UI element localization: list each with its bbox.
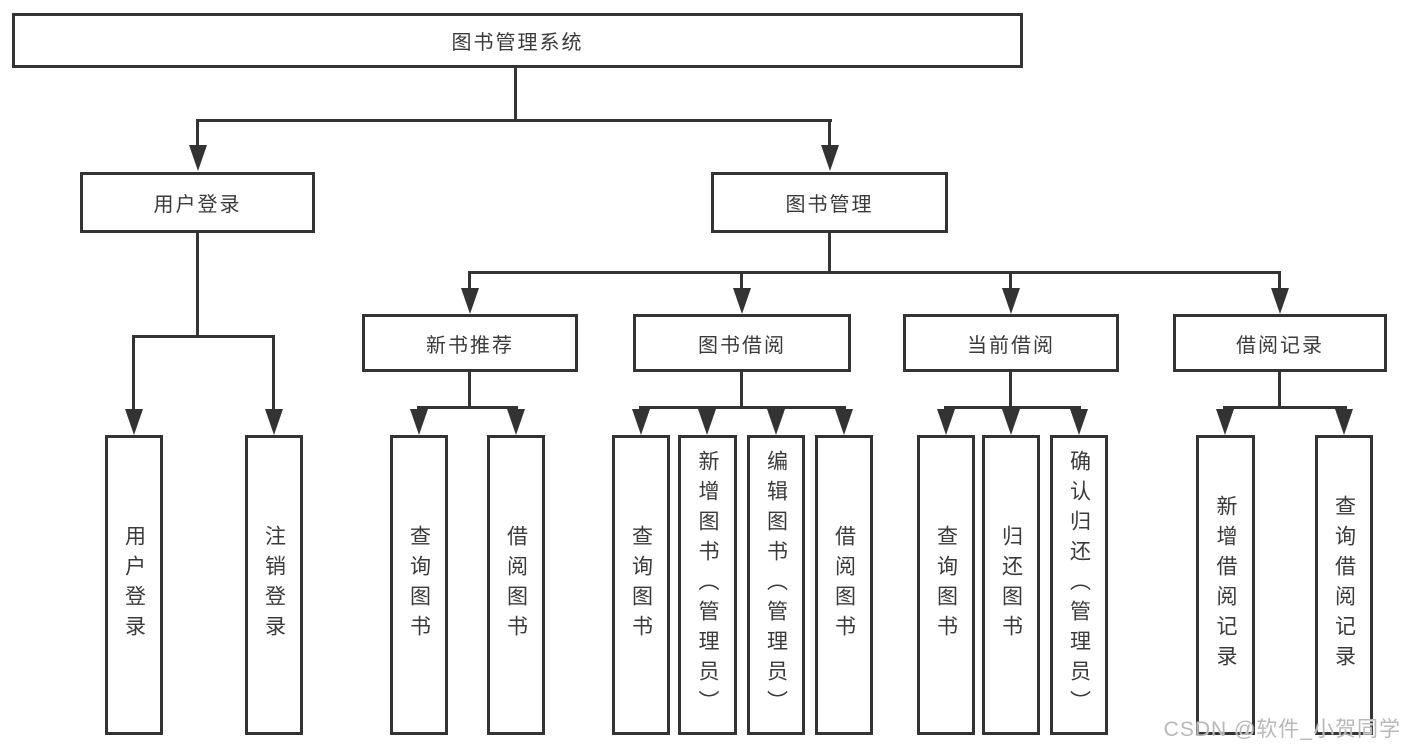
node-new-book-recommend: 新书推荐 xyxy=(362,314,578,372)
arrow-down-icon xyxy=(733,288,751,314)
node-label: 图书管理 xyxy=(785,194,874,216)
leaf-label: 新增图书（管理员） xyxy=(696,450,719,720)
leaf-query-books-recommend: 查询图书 xyxy=(390,435,448,735)
connector-line xyxy=(1009,271,1012,291)
node-label: 图书借阅 xyxy=(698,334,786,357)
node-label: 用户登录 xyxy=(153,194,242,216)
connector-line xyxy=(132,335,275,338)
leaf-edit-books-admin: 编辑图书（管理员） xyxy=(747,435,805,735)
connector-line xyxy=(740,372,743,409)
leaf-label: 查询图书 xyxy=(407,525,431,645)
connector-line xyxy=(639,406,846,409)
leaf-borrow-books-recommend: 借阅图书 xyxy=(487,435,545,735)
arrow-down-icon xyxy=(767,409,785,435)
connector-line xyxy=(196,233,199,338)
arrow-down-icon xyxy=(507,409,525,435)
leaf-label: 确认归还（管理员） xyxy=(1067,450,1091,720)
leaf-label: 新增借阅记录 xyxy=(1214,495,1237,675)
leaf-return-books: 归还图书 xyxy=(982,435,1040,735)
leaf-label: 借阅图书 xyxy=(832,525,856,645)
connector-line xyxy=(132,335,135,411)
leaf-label: 编辑图书（管理员） xyxy=(764,450,788,720)
leaf-label: 查询图书 xyxy=(934,525,958,645)
connector-line xyxy=(828,119,831,147)
arrow-down-icon xyxy=(189,145,207,171)
arrow-down-icon xyxy=(937,409,955,435)
connector-line xyxy=(740,271,743,291)
leaf-label: 归还图书 xyxy=(999,525,1023,645)
connector-line xyxy=(272,335,275,411)
connector-line xyxy=(468,372,471,409)
leaf-user-login: 用户登录 xyxy=(105,435,163,735)
node-current-borrowing: 当前借阅 xyxy=(903,314,1119,372)
connector-line xyxy=(468,271,1281,274)
connector-line xyxy=(944,406,1081,409)
arrow-down-icon xyxy=(1335,409,1353,435)
leaf-label: 借阅图书 xyxy=(504,525,528,645)
leaf-label: 用户登录 xyxy=(122,525,146,645)
arrow-down-icon xyxy=(1271,288,1289,314)
leaf-add-books-admin: 新增图书（管理员） xyxy=(678,435,737,735)
arrow-down-icon xyxy=(410,409,428,435)
connector-line xyxy=(417,406,518,409)
node-book-management: 图书管理 xyxy=(711,172,948,233)
arrow-down-icon xyxy=(265,409,283,435)
leaf-label: 查询图书 xyxy=(629,525,653,645)
connector-line xyxy=(196,119,199,147)
csdn-watermark: CSDN @软件_小贺同学 xyxy=(1163,718,1401,741)
arrow-down-icon xyxy=(835,409,853,435)
leaf-confirm-return-admin: 确认归还（管理员） xyxy=(1050,435,1108,735)
leaf-label: 注销登录 xyxy=(262,525,286,645)
leaf-query-borrow-record: 查询借阅记录 xyxy=(1315,435,1373,735)
node-borrowing-records: 借阅记录 xyxy=(1173,314,1387,372)
leaf-borrow-books: 借阅图书 xyxy=(815,435,873,735)
connector-line xyxy=(468,271,471,291)
node-label: 图书管理系统 xyxy=(451,32,584,54)
arrow-down-icon xyxy=(1216,409,1234,435)
connector-line xyxy=(1223,406,1347,409)
arrow-down-icon xyxy=(632,409,650,435)
node-book-borrowing: 图书借阅 xyxy=(633,314,851,372)
leaf-query-books-current: 查询图书 xyxy=(917,435,975,735)
connector-line xyxy=(514,68,517,122)
arrow-down-icon xyxy=(125,409,143,435)
leaf-logout: 注销登录 xyxy=(245,435,303,735)
leaf-add-borrow-record: 新增借阅记录 xyxy=(1196,435,1255,735)
arrow-down-icon xyxy=(1070,409,1088,435)
node-label: 借阅记录 xyxy=(1236,334,1324,357)
node-label: 新书推荐 xyxy=(426,334,514,357)
arrow-down-icon xyxy=(698,409,716,435)
arrow-down-icon xyxy=(1002,288,1020,314)
connector-line xyxy=(828,233,831,274)
node-user-login: 用户登录 xyxy=(80,172,315,233)
connector-line xyxy=(1009,372,1012,409)
node-library-management-system: 图书管理系统 xyxy=(12,13,1023,68)
connector-line xyxy=(1278,372,1281,409)
leaf-query-books-borrowing: 查询图书 xyxy=(612,435,670,735)
leaf-label: 查询借阅记录 xyxy=(1332,495,1356,675)
node-label: 当前借阅 xyxy=(967,334,1055,357)
arrow-down-icon xyxy=(461,288,479,314)
arrow-down-icon xyxy=(821,145,839,171)
arrow-down-icon xyxy=(1002,409,1020,435)
connector-line xyxy=(1278,271,1281,291)
connector-line xyxy=(196,119,832,122)
